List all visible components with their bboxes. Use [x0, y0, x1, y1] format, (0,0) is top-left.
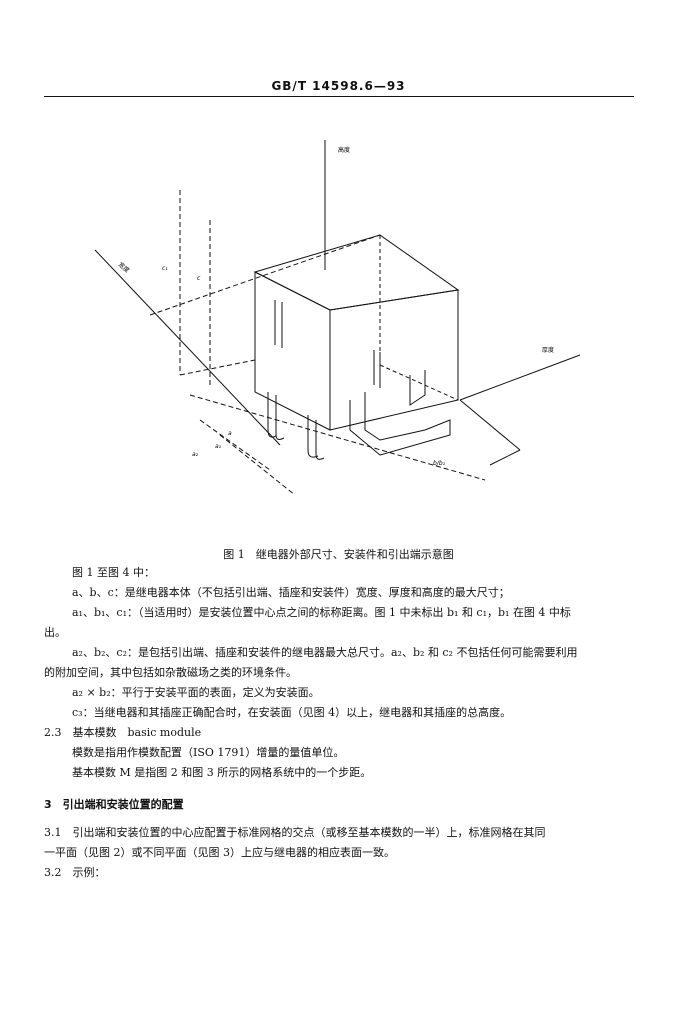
body-line: 3.2 示例：: [44, 866, 106, 879]
body-line: 一平面（见图 2）或不同平面（见图 3）上应与继电器的相应表面一致。: [44, 846, 395, 859]
c1-label: c₁: [162, 265, 168, 272]
mounting-bracket: [349, 392, 451, 456]
body-line: 3.1 引出端和安装位置的中心应配置于标准网格的交点（或移至基本模数的一半）上，…: [44, 826, 546, 839]
section-heading: 3 引出端和安装位置的配置: [44, 798, 184, 811]
terminal-pin: [267, 392, 277, 438]
relay-body-top: [253, 234, 460, 311]
c-label: c: [197, 275, 201, 282]
width-axis-line: [94, 249, 281, 446]
body-line: 基本模数 M 是指图 2 和图 3 所示的网格系统中的一个步距。: [72, 766, 372, 779]
body-line: a₂、b₂、c₂：是包括引出端、插座和安装件的继电器最大总尺寸。a₂、b₂ 和 …: [72, 646, 578, 659]
body-line: a₂ × b₂：平行于安装平面的表面，定义为安装面。: [72, 686, 320, 699]
a-label: a: [228, 430, 232, 437]
figure-caption: 图 1 继电器外部尺寸、安装件和引出端示意图: [223, 548, 454, 561]
header-rule: [44, 96, 634, 97]
body-line: 图 1 至图 4 中：: [72, 566, 155, 579]
body-line: c₃：当继电器和其插座正确配合时，在安装面（见图 4）以上，继电器和其插座的总高…: [72, 706, 512, 719]
thickness-label: 厚度: [542, 346, 554, 354]
thickness-axis-line: [459, 354, 581, 401]
body-line: a、b、c：是继电器本体（不包括引出端、插座和安装件）宽度、厚度和高度的最大尺寸…: [72, 586, 510, 599]
body-line: 出。: [44, 626, 66, 639]
body-line: 的附加空间，其中包括如杂散磁场之类的环境条件。: [44, 666, 297, 679]
a1-label: a₁: [215, 443, 222, 450]
height-label: 高度: [338, 146, 350, 154]
page-header: GB/T 14598.6—93: [271, 79, 406, 93]
section-heading: 2.3 基本模数 basic module: [44, 726, 202, 739]
relay-body-front: [254, 271, 331, 431]
a2-label: a₂: [192, 451, 199, 458]
relay-dimension-figure: 高度 宽度 厚度 c₁ c a a₁ a₂ b/b₁: [94, 140, 581, 496]
relay-body-side: [329, 289, 459, 431]
b-label: b/b₁: [433, 460, 446, 467]
width-label: 宽度: [117, 260, 131, 274]
body-line: 模数是指用作模数配置（ISO 1791）增量的量值单位。: [72, 746, 345, 759]
body-line: a₁、b₁、c₁：（当适用时）是安装位置中心点之间的标称距离。图 1 中未标出 …: [72, 606, 571, 619]
